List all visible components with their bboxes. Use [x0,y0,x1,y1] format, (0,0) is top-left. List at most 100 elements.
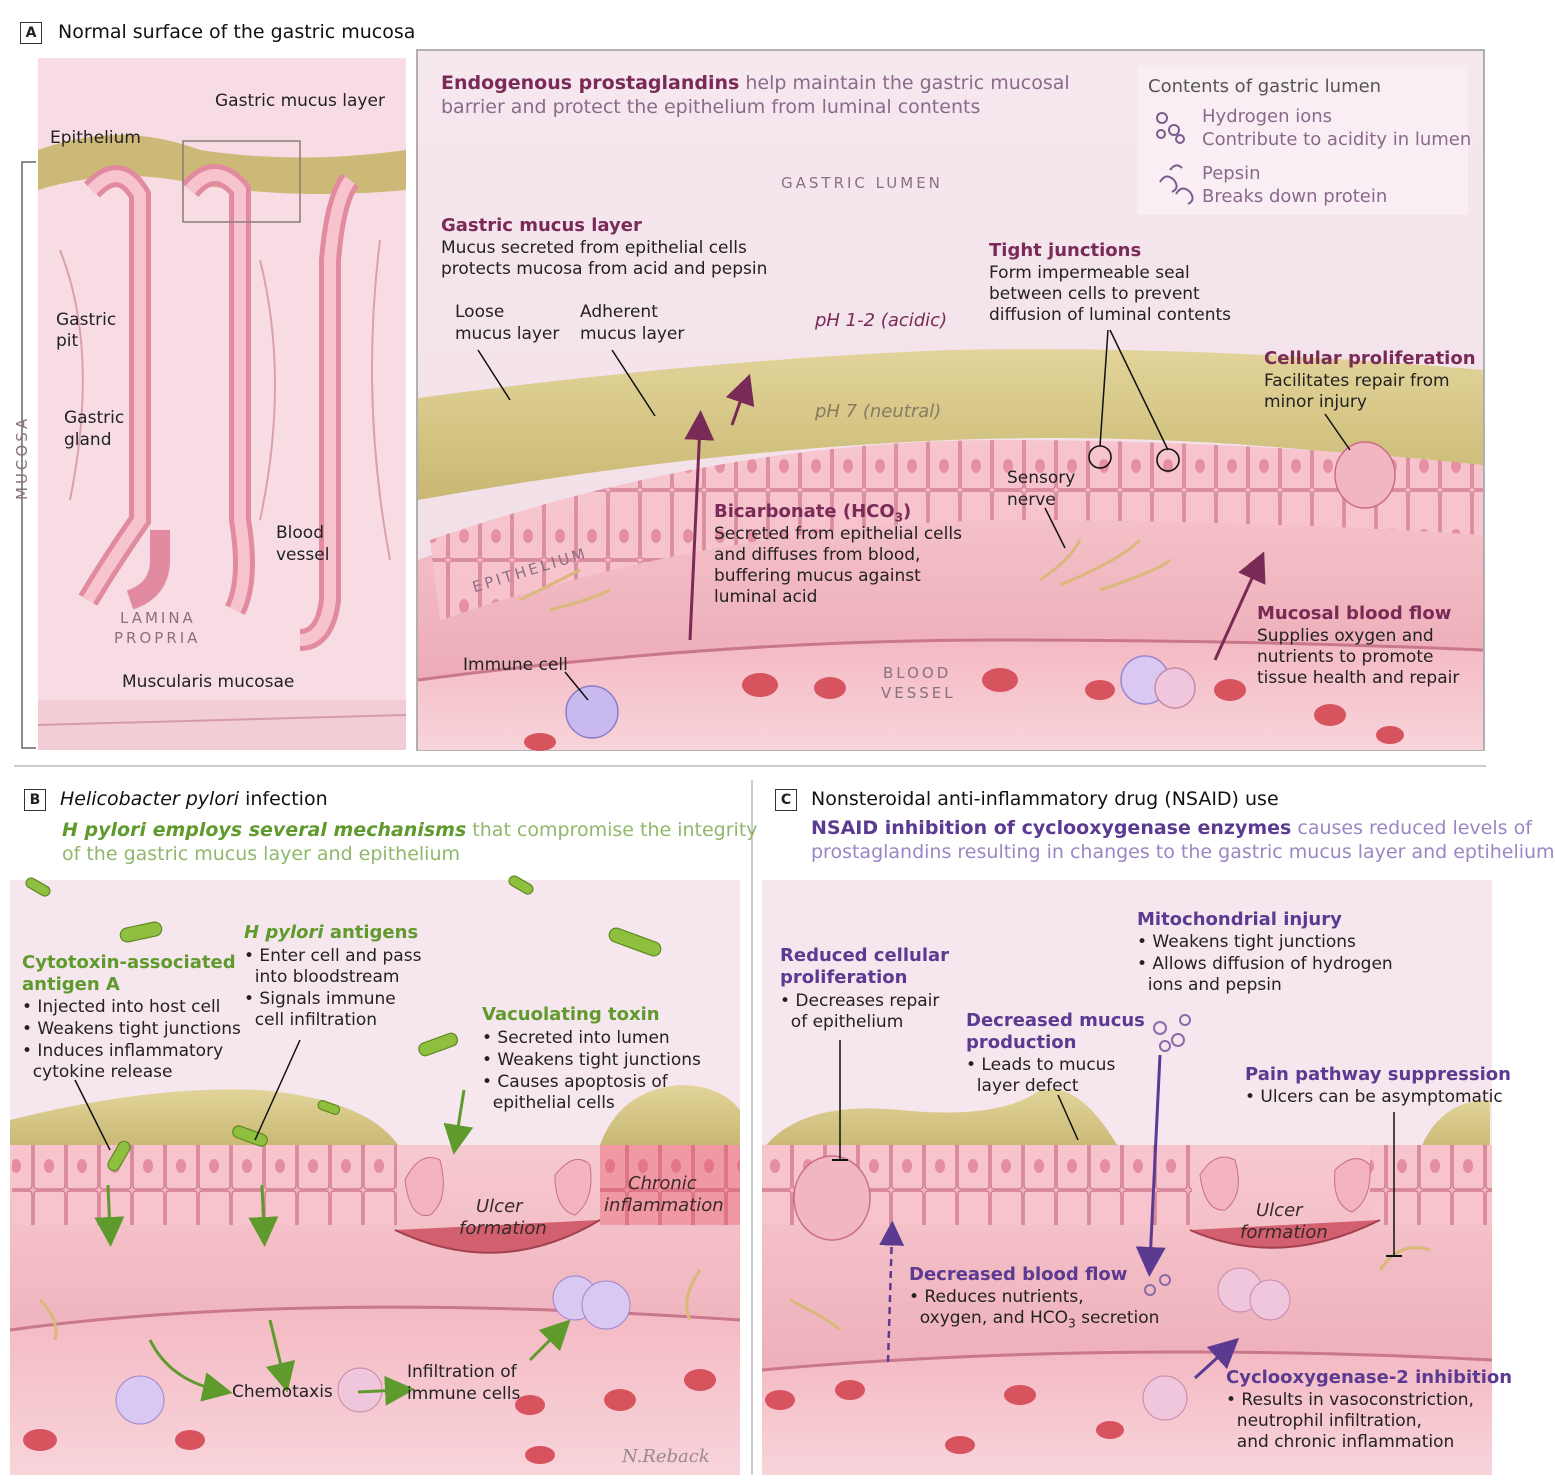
caga-bullet-3: • Induces inflammatory [22,1041,224,1061]
label-vessel-word: VESSEL [881,684,956,702]
blood-flow-line-1: Supplies oxygen and [1257,626,1434,646]
antigens-bullet-4: cell infiltration [244,1010,378,1030]
caga-bullet-4: cytokine release [22,1062,173,1082]
intro-line-1: Endogenous prostaglandins help maintain … [441,72,1070,94]
label-immune-cell: Immune cell [463,655,568,675]
vaca-title: Vacuolating toxin [482,1004,660,1025]
label-sensory-1: Sensory [1007,468,1076,488]
blood-flow-line-3: tissue health and repair [1257,668,1460,688]
illustration-artwork [9,49,1493,1475]
label-gastric-gland-1: Gastric [64,408,125,428]
proliferation-title: Cellular proliferation [1264,348,1476,369]
reduced-title-2: proliferation [780,967,908,988]
mucus-prod-bullet-1: • Leads to mucus [966,1055,1116,1075]
label-gastric-mucus-layer: Gastric mucus layer [215,91,385,111]
proliferation-line-2: minor injury [1264,392,1367,412]
panel-a-title: Normal surface of the gastric mucosa [58,21,416,43]
tight-junctions-title: Tight junctions [989,240,1142,261]
bicarbonate-line-3: buffering mucus against [714,566,921,586]
reduced-bullet-2: of epithelium [780,1012,904,1032]
nsaid-artwork [761,880,1493,1475]
vaca-bullet-2: • Weakens tight junctions [482,1050,701,1070]
label-sensory-2: nerve [1007,490,1056,510]
antigens-bullet-3: • Signals immune [244,989,396,1009]
legend-pepsin-desc: Breaks down protein [1202,186,1388,207]
mito-bullet-3: ions and pepsin [1137,975,1282,995]
label-mucosa: MUCOSA [13,415,31,500]
hpylori-artwork [9,875,741,1475]
bicarbonate-line-1: Secreted from epithelial cells [714,524,962,544]
b-ulcer-2: formation [459,1218,547,1239]
label-gastric-pit-2: pit [56,331,79,351]
antigens-bullet-2: into bloodstream [244,967,400,987]
antigens-bullet-1: • Enter cell and pass [244,946,422,966]
c-ulcer-1: Ulcer [1256,1200,1303,1221]
legend-hydrogen-desc: Contribute to acidity in lumen [1202,129,1472,150]
panel-c-intro-2: prostaglandins resulting in changes to t… [811,841,1555,863]
label-loose-2: mucus layer [455,324,560,344]
label-epithelium: Epithelium [50,128,141,148]
blood-flow-title: Mucosal blood flow [1257,603,1452,624]
blood-flow-c-line-2: oxygen, and HCO3 secretion [909,1308,1160,1331]
mito-title: Mitochondrial injury [1137,909,1342,930]
cox-bullet-1: • Results in vasoconstriction, [1226,1390,1474,1410]
legend-title: Contents of gastric lumen [1148,76,1382,97]
panel-b-title: Helicobacter pylori infection [60,788,328,810]
blood-flow-c-line-1: • Reduces nutrients, [909,1287,1084,1307]
intro-line-2: barrier and protect the epithelium from … [441,96,981,118]
label-blood-vessel-1: Blood [276,523,324,543]
b-ulcer-1: Ulcer [476,1196,523,1217]
mucus-prod-title-1: Decreased mucus [966,1010,1145,1031]
caga-title-1: Cytotoxin-associated [22,952,236,973]
hydrogen-ions-icon [1156,112,1185,144]
panel-b-letter: B [24,789,46,811]
b-chemotaxis: Chemotaxis [232,1382,333,1402]
label-blood-vessel-2: vessel [276,545,330,565]
panel-b-intro-2: of the gastric mucus layer and epitheliu… [62,843,460,865]
vaca-bullet-1: • Secreted into lumen [482,1028,670,1048]
proliferation-line-1: Facilitates repair from [1264,371,1450,391]
bicarbonate-line-2: and diffuses from blood, [714,545,921,565]
label-loose-1: Loose [455,302,505,322]
label-muscularis-mucosae: Muscularis mucosae [122,672,295,692]
panel-b-intro-1: H pylori employs several mechanisms that… [62,819,758,841]
label-lamina: LAMINA [120,609,196,627]
tight-junctions-line-3: diffusion of luminal contents [989,305,1231,325]
label-gastric-pit-1: Gastric [56,310,117,330]
tight-junctions-line-1: Form impermeable seal [989,263,1190,283]
gland-diagram [21,58,407,750]
mucosa-detail [416,49,1485,751]
b-chronic-1: Chronic [628,1173,697,1194]
cox-title: Cyclooxygenase-2 inhibition [1226,1367,1513,1388]
pain-bullet-1: • Ulcers can be asymptomatic [1245,1087,1503,1107]
label-gastric-gland-2: gland [64,430,112,450]
signature: N.Reback [622,1446,710,1467]
reduced-bullet-1: • Decreases repair [780,991,940,1011]
mito-bullet-1: • Weakens tight junctions [1137,932,1356,952]
label-gastric-lumen: GASTRIC LUMEN [781,174,943,192]
mucus-layer-line-2: protects mucosa from acid and pepsin [441,259,768,279]
antigens-title: H pylori antigens [244,922,419,943]
mito-bullet-2: • Allows diffusion of hydrogen [1137,954,1393,974]
panel-c-title: Nonsteroidal anti-inflammatory drug (NSA… [811,788,1279,810]
tight-junctions-line-2: between cells to prevent [989,284,1200,304]
b-chronic-2: inflammation [604,1195,724,1216]
reduced-title-1: Reduced cellular [780,945,950,966]
label-ph-neutral: pH 7 (neutral) [815,401,942,422]
label-adherent-2: mucus layer [580,324,685,344]
label-propria: PROPRIA [114,629,201,647]
label-adherent-1: Adherent [580,302,658,322]
cox-bullet-2: neutrophil infiltration, [1226,1411,1422,1431]
bicarbonate-title: Bicarbonate (HCO3) [714,501,912,525]
label-ph-acidic: pH 1-2 (acidic) [815,310,948,331]
blood-flow-c-title: Decreased blood flow [909,1264,1128,1285]
pain-title: Pain pathway suppression [1245,1064,1511,1085]
panel-c-letter: C [775,789,797,811]
vaca-bullet-4: epithelial cells [482,1093,615,1113]
panel-c-intro-1: NSAID inhibition of cyclooxygenase enzym… [811,817,1532,839]
caga-bullet-2: • Weakens tight junctions [22,1019,241,1039]
b-infiltration-2: immune cells [407,1384,521,1404]
blood-flow-line-2: nutrients to promote [1257,647,1434,667]
legend-pepsin-name: Pepsin [1202,163,1261,184]
bicarbonate-line-4: luminal acid [714,587,818,607]
